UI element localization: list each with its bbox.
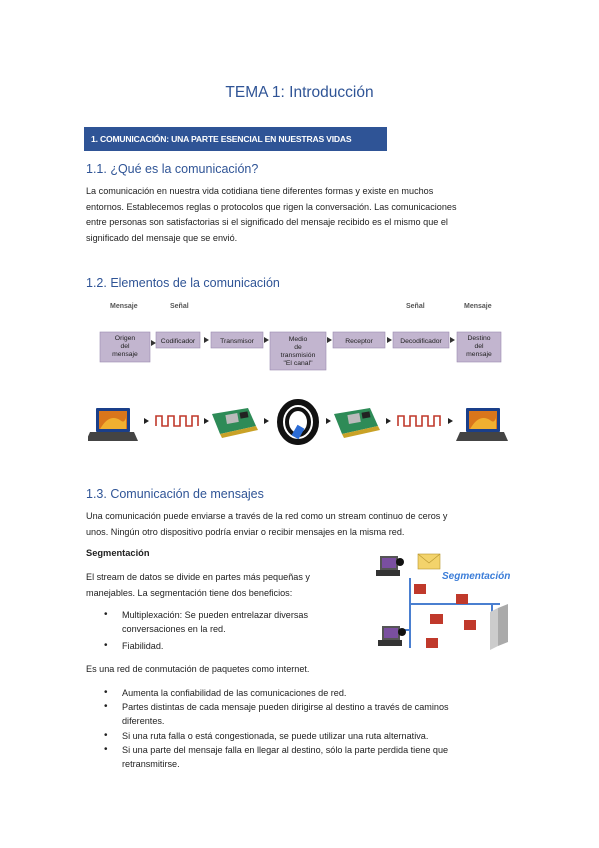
subheading-segmentacion: Segmentación [86, 548, 150, 558]
svg-text:transmisión: transmisión [281, 352, 316, 359]
paragraph-line: unos. Ningún otro dispositivo podría env… [86, 526, 405, 537]
packet-icon [464, 620, 476, 630]
packet-icon [430, 614, 443, 624]
heading-1-2: 1.2. Elementos de la comunicación [86, 276, 280, 290]
laptop-destination-icon [456, 408, 508, 441]
paragraph-line: La comunicación en nuestra vida cotidian… [86, 186, 434, 196]
network-card-icon [334, 408, 380, 438]
heading-1-3: 1.3. Comunicación de mensajes [86, 487, 264, 501]
box-origen: Origen del mensaje [99, 331, 151, 363]
svg-text:Decodificador: Decodificador [400, 338, 442, 345]
label-mensaje-right: Mensaje [464, 303, 492, 310]
communication-elements-diagram: Mensaje Señal Señal Mensaje Origen del m… [88, 303, 508, 445]
page-title: TEMA 1: Introducción [225, 84, 374, 101]
section-banner: 1. COMUNICACIÓN: UNA PARTE ESENCIAL EN N… [84, 127, 387, 151]
paragraph-segmentacion: El stream de datos se divide en partes m… [86, 570, 356, 601]
svg-text:del: del [120, 343, 130, 350]
paragraph-line: El stream de datos se divide en partes m… [86, 572, 310, 582]
paragraph-line: Una comunicación puede enviarse a través… [86, 511, 448, 521]
list-item: Aumenta la confiabilidad de las comunica… [104, 686, 522, 700]
cable-icon [277, 399, 319, 445]
box-destino: Destino del mensaje [456, 331, 502, 363]
paragraph-packet-network: Es una red de conmutación de paquetes co… [86, 664, 310, 674]
envelope-icon [417, 553, 441, 570]
box-medio: Medio de transmisión "El canal" [269, 331, 327, 371]
paragraph-line: significado del mensaje que se envió. [86, 232, 238, 243]
list-item: Si una ruta falla o está congestionada, … [104, 729, 522, 743]
svg-text:del: del [474, 343, 484, 350]
segmentation-image: Segmentación [370, 548, 518, 660]
box-transmisor: Transmisor [210, 331, 264, 349]
svg-text:Medio: Medio [289, 336, 308, 343]
list-item: Si una parte del mensaje falla en llegar… [104, 743, 522, 771]
laptop-source-icon [88, 408, 138, 441]
svg-text:Codificador: Codificador [161, 338, 196, 345]
paragraph-1-1: La comunicación en nuestra vida cotidian… [86, 184, 506, 246]
server-icon [490, 604, 508, 650]
signal-wave-icon [155, 415, 199, 427]
signal-wave-icon [397, 415, 441, 427]
computer-icon [376, 556, 404, 576]
svg-text:Transmisor: Transmisor [220, 338, 254, 345]
box-receptor: Receptor [332, 331, 386, 349]
list-item: Partes distintas de cada mensaje pueden … [104, 700, 522, 728]
computer-icon [378, 626, 406, 646]
svg-text:Origen: Origen [115, 335, 136, 342]
segmentation-image-label: Segmentación [442, 571, 510, 582]
svg-text:mensaje: mensaje [112, 351, 138, 358]
paragraph-line: entre personas son satisfactorias si el … [86, 217, 448, 228]
svg-text:de: de [294, 344, 302, 351]
svg-text:mensaje: mensaje [466, 351, 492, 358]
heading-1-1: 1.1. ¿Qué es la comunicación? [86, 162, 259, 176]
network-card-icon [212, 408, 258, 438]
svg-text:Receptor: Receptor [345, 338, 373, 345]
label-senal-left: Señal [170, 303, 189, 310]
packet-icon [456, 594, 468, 604]
label-senal-right: Señal [406, 303, 425, 310]
list-item: Fiabilidad. [104, 639, 352, 653]
svg-text:Destino: Destino [467, 335, 490, 342]
packet-icon [426, 638, 438, 648]
list-item: Multiplexación: Se pueden entrelazar div… [104, 608, 352, 636]
paragraph-1-3: Una comunicación puede enviarse a través… [86, 509, 506, 540]
paragraph-line: entornos. Establecemos reglas o protocol… [86, 201, 457, 212]
label-mensaje-left: Mensaje [110, 303, 138, 310]
packet-icon [414, 584, 426, 594]
box-decodificador: Decodificador [392, 331, 450, 349]
paragraph-line: manejables. La segmentación tiene dos be… [86, 587, 293, 598]
box-codificador: Codificador [155, 331, 201, 349]
svg-text:"El canal": "El canal" [283, 360, 313, 367]
